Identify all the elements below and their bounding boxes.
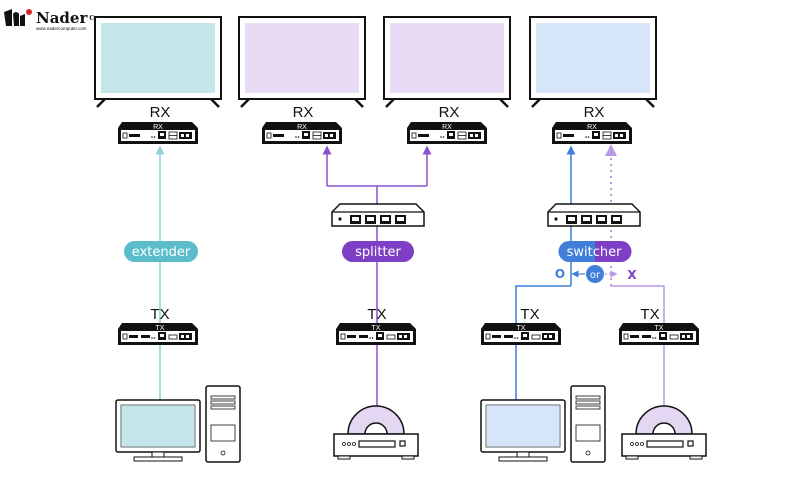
switcher-input-1-line — [515, 285, 571, 400]
inactive-mark: X — [627, 268, 637, 282]
tv-switcher — [528, 15, 658, 109]
or-badge — [586, 265, 604, 283]
tx-label: TX — [520, 306, 539, 323]
rx-receiver: RX — [551, 121, 633, 145]
tx-transmitter: TX — [335, 322, 417, 346]
svg-text:RX: RX — [442, 124, 452, 131]
rx-label: RX — [150, 104, 171, 121]
switcher-selector: O or X — [555, 265, 637, 283]
tx-transmitter: TX — [480, 322, 562, 346]
tv-screen — [245, 23, 359, 93]
computer-source — [115, 385, 241, 463]
rx-label: RX — [439, 104, 460, 121]
extender-pill: extender — [124, 241, 198, 262]
rx-label: RX — [293, 104, 314, 121]
rx-receiver: RX — [406, 121, 488, 145]
svg-text:TX: TX — [517, 325, 526, 332]
svg-text:RX: RX — [153, 124, 163, 131]
svg-text:extender: extender — [132, 245, 191, 260]
splitter-pill: splitter — [342, 241, 414, 262]
tx-transmitter: TX — [117, 322, 199, 346]
tx-label: TX — [367, 306, 386, 323]
tv-screen — [101, 23, 215, 93]
logo-mark-icon — [4, 9, 32, 26]
active-mark: O — [555, 267, 565, 281]
svg-text:TX: TX — [372, 325, 381, 332]
dvd-player-source — [333, 405, 419, 460]
rx-label: RX — [584, 104, 605, 121]
svg-text:TX: TX — [156, 325, 165, 332]
switcher-hub — [547, 203, 641, 227]
splitter-hub — [331, 203, 425, 227]
svg-text:TX: TX — [655, 325, 664, 332]
tv-extender — [93, 15, 223, 109]
rx-receiver: RX — [261, 121, 343, 145]
svg-text:or: or — [590, 270, 601, 281]
svg-text:splitter: splitter — [355, 245, 401, 260]
tv-screen — [390, 23, 504, 93]
tx-label: TX — [640, 306, 659, 323]
svg-text:RX: RX — [297, 124, 307, 131]
logo-name: Nader — [36, 9, 88, 27]
svg-text:RX: RX — [587, 124, 597, 131]
dvd-player-source — [621, 405, 707, 460]
rx-receiver: RX — [117, 121, 199, 145]
tx-label: TX — [150, 306, 169, 323]
switcher-pill: switcher — [558, 241, 632, 262]
switcher-input-2-line — [611, 285, 665, 410]
svg-text:switcher: switcher — [567, 245, 622, 260]
tx-transmitter: TX — [618, 322, 700, 346]
logo-url: www.nadercomputer.com — [36, 26, 87, 31]
tv-screen — [536, 23, 650, 93]
tv-splitter-2 — [382, 15, 512, 109]
tv-splitter-1 — [237, 15, 367, 109]
computer-source — [480, 385, 606, 463]
